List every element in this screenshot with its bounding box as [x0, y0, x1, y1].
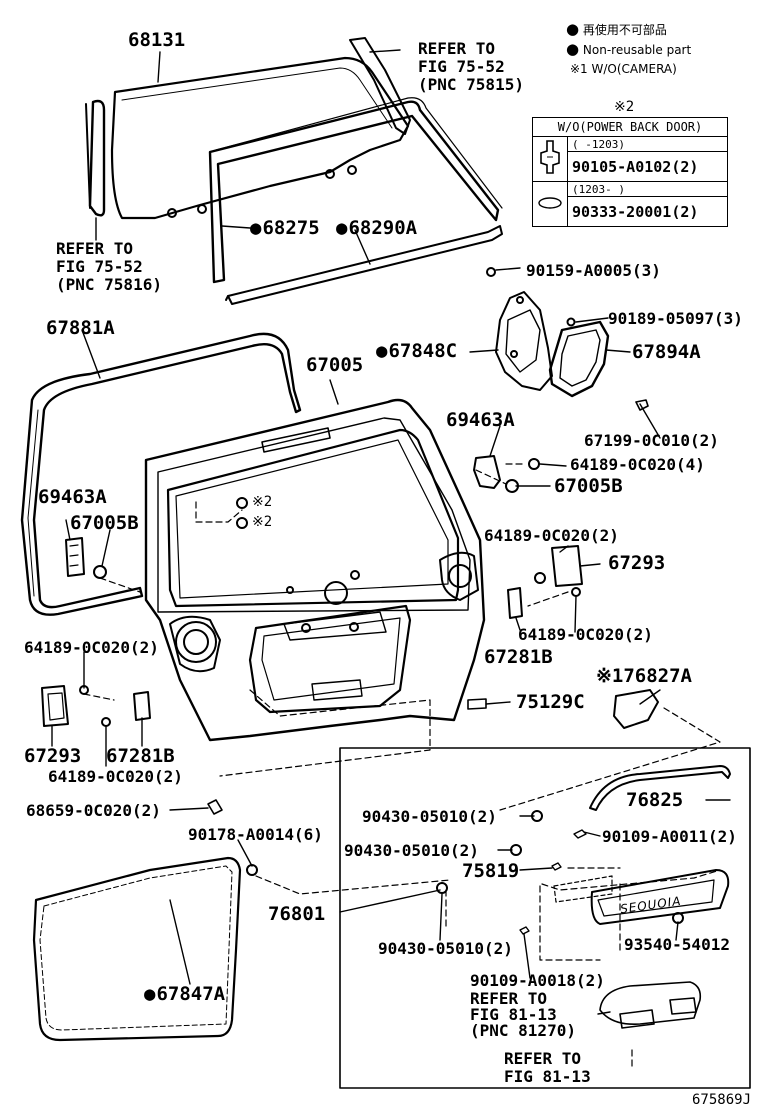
refer2-line3: (PNC 75816): [56, 275, 162, 294]
label-76827A: ※176827A: [596, 665, 692, 687]
refer3-line3: (PNC 81270): [470, 1021, 576, 1040]
leader-lines: [51, 49, 731, 1015]
label-64189-left2: 64189-0C020(2): [48, 767, 183, 786]
label-67847A: 67847A: [144, 984, 225, 1005]
refer1-line3: (PNC 75815): [418, 75, 524, 94]
label-67005B-right: 67005B: [554, 475, 623, 497]
stop-lamp-inset: [339, 747, 751, 1089]
label-90430-b: 90430-05010(2): [344, 841, 479, 860]
refer4-line2: FIG 81-13: [504, 1067, 591, 1086]
note2-table: W/O(POWER BACK DOOR) ( -1203) 90105-A010…: [532, 117, 728, 227]
filled-dot-icon: ●: [566, 40, 580, 58]
label-67293-left: 67293: [24, 745, 82, 767]
label-68275: 68275: [250, 218, 319, 239]
label-69463A-right: 69463A: [446, 409, 515, 431]
refer2-line2: FIG 75-52: [56, 257, 143, 276]
weatherstrip-68275: [208, 97, 503, 305]
figure-id: 675869J: [692, 1092, 752, 1108]
back-glass-68131: [85, 37, 411, 220]
label-68131: 68131: [128, 29, 186, 51]
label-68659: 68659-0C020(2): [26, 801, 161, 820]
label-69463A-left: 69463A: [38, 486, 107, 508]
label-note2-a: ※2: [252, 494, 273, 510]
label-64189-right2: 64189-0C020(2): [518, 625, 653, 644]
label-90430-c: 90430-05010(2): [378, 939, 513, 958]
note2-row2-part: 90333-20001(2): [567, 196, 728, 227]
label-note2-b: ※2: [252, 514, 273, 530]
label-64189-right1: 64189-0C020(2): [484, 526, 619, 545]
label-76825: 76825: [626, 789, 684, 811]
note2-header: W/O(POWER BACK DOOR): [532, 117, 728, 137]
label-64189-4: 64189-0C020(4): [570, 455, 705, 474]
bracket-assembly: [486, 267, 649, 411]
bolt-icon: [532, 136, 568, 182]
label-67199: 67199-0C010(2): [584, 431, 719, 450]
refer2-line1: REFER TO: [56, 239, 134, 258]
trim-board-67847A: [32, 856, 242, 1042]
label-67881A: 67881A: [46, 317, 115, 339]
label-90159: 90159-A0005(3): [526, 261, 661, 280]
refer4-line1: REFER TO: [504, 1049, 582, 1068]
dashed-leaders: [83, 463, 721, 1067]
note2-row2-range: (1203- ): [567, 181, 728, 197]
label-67894A: 67894A: [632, 341, 701, 363]
legend-text-jp: 再使用不可部品: [582, 23, 667, 37]
label-67848C: 67848C: [376, 341, 457, 362]
legend-note1: ※1 W/O(CAMERA): [570, 62, 677, 76]
label-67005: 67005: [306, 354, 364, 376]
label-64189-left1: 64189-0C020(2): [24, 638, 159, 657]
label-76801: 76801: [268, 903, 326, 925]
back-door-panel-67005: [144, 398, 486, 742]
label-93540: 93540-54012: [624, 935, 730, 954]
legend-text-en: Non-reusable part: [582, 43, 692, 57]
label-90109-a: 90109-A0011(2): [602, 827, 737, 846]
label-67005B-left: 67005B: [70, 512, 139, 534]
note2-row1-part: 90105-A0102(2): [567, 151, 728, 182]
note2-row1-range: ( -1203): [567, 136, 728, 152]
legend-nonreusable-en: ● Non-reusable part: [566, 40, 691, 58]
label-67281B-left: 67281B: [106, 745, 175, 767]
label-75129C: 75129C: [516, 691, 585, 713]
refer3-line2: FIG 81-13: [470, 1005, 557, 1024]
label-67293-right: 67293: [608, 552, 666, 574]
filled-dot-icon: ●: [566, 20, 580, 38]
door-weatherstrip-67881A: [20, 332, 302, 616]
label-90189: 90189-05097(3): [608, 309, 743, 328]
note2-mark: ※2: [614, 99, 635, 115]
refer1-line2: FIG 75-52: [418, 57, 505, 76]
label-75819: 75819: [462, 860, 520, 882]
refer3-line1: REFER TO: [470, 989, 548, 1008]
label-67281B-right: 67281B: [484, 646, 553, 668]
label-90178: 90178-A0014(6): [188, 825, 323, 844]
label-90109-b: 90109-A0018(2): [470, 971, 605, 990]
clip-icon: [532, 181, 568, 227]
label-68290A: 68290A: [336, 218, 417, 239]
refer1-line1: REFER TO: [418, 39, 496, 58]
label-90430-a: 90430-05010(2): [362, 807, 497, 826]
legend-nonreusable-jp: ● 再使用不可部品: [566, 20, 667, 38]
